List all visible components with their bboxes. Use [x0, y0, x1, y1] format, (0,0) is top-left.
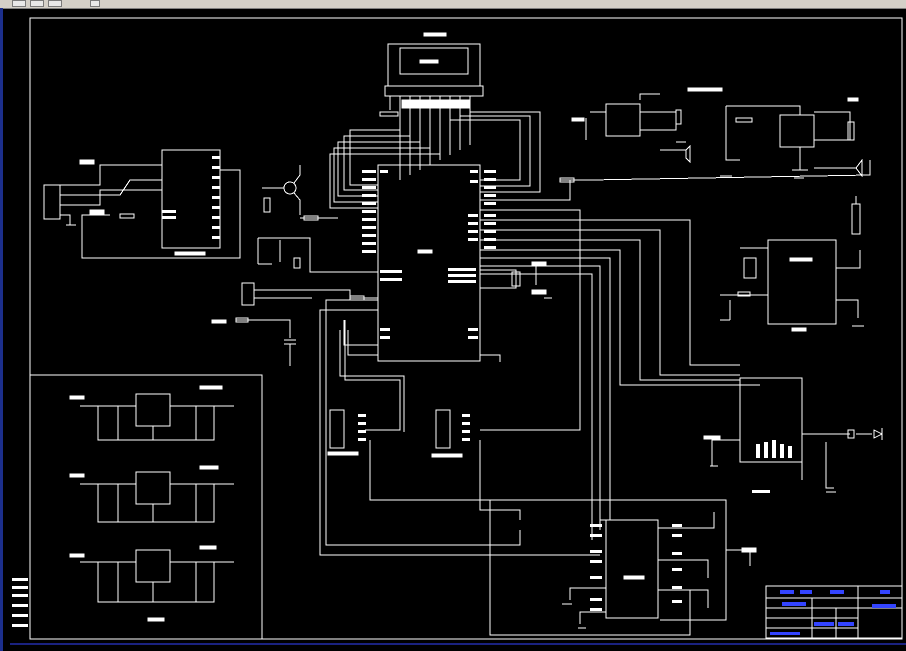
left-ic — [43, 149, 241, 259]
signal-wires — [319, 160, 871, 636]
rtc-chip — [720, 196, 861, 332]
reset-connector — [211, 282, 378, 366]
driver-chip — [569, 512, 757, 624]
lcd-module — [379, 32, 484, 180]
open-icon[interactable] — [30, 0, 44, 7]
dropdown-icon[interactable] — [90, 0, 100, 7]
regulator-1 — [69, 385, 234, 441]
transistor-stage — [262, 165, 338, 221]
print-icon[interactable] — [48, 0, 62, 7]
crystal-right — [480, 261, 547, 295]
ground-symbols — [544, 175, 864, 629]
cad-toolbar — [0, 0, 906, 9]
rf-module — [703, 377, 884, 493]
regulator-3 — [69, 545, 234, 622]
left-ruler — [0, 8, 3, 651]
connector-left — [327, 409, 366, 456]
save-icon[interactable] — [12, 0, 26, 7]
side-label-strip — [12, 578, 28, 627]
lcd-bus — [329, 111, 541, 209]
power-supply-panel — [29, 374, 263, 640]
connector-right — [431, 409, 470, 458]
schematic-canvas[interactable] — [0, 8, 906, 651]
drawing-border — [29, 17, 903, 640]
oscillator — [257, 237, 378, 273]
main-mcu — [343, 164, 501, 362]
regulator-2 — [69, 465, 234, 523]
audio-amp-1 — [571, 87, 723, 164]
audio-amp-2 — [725, 97, 863, 178]
title-block — [765, 585, 903, 639]
